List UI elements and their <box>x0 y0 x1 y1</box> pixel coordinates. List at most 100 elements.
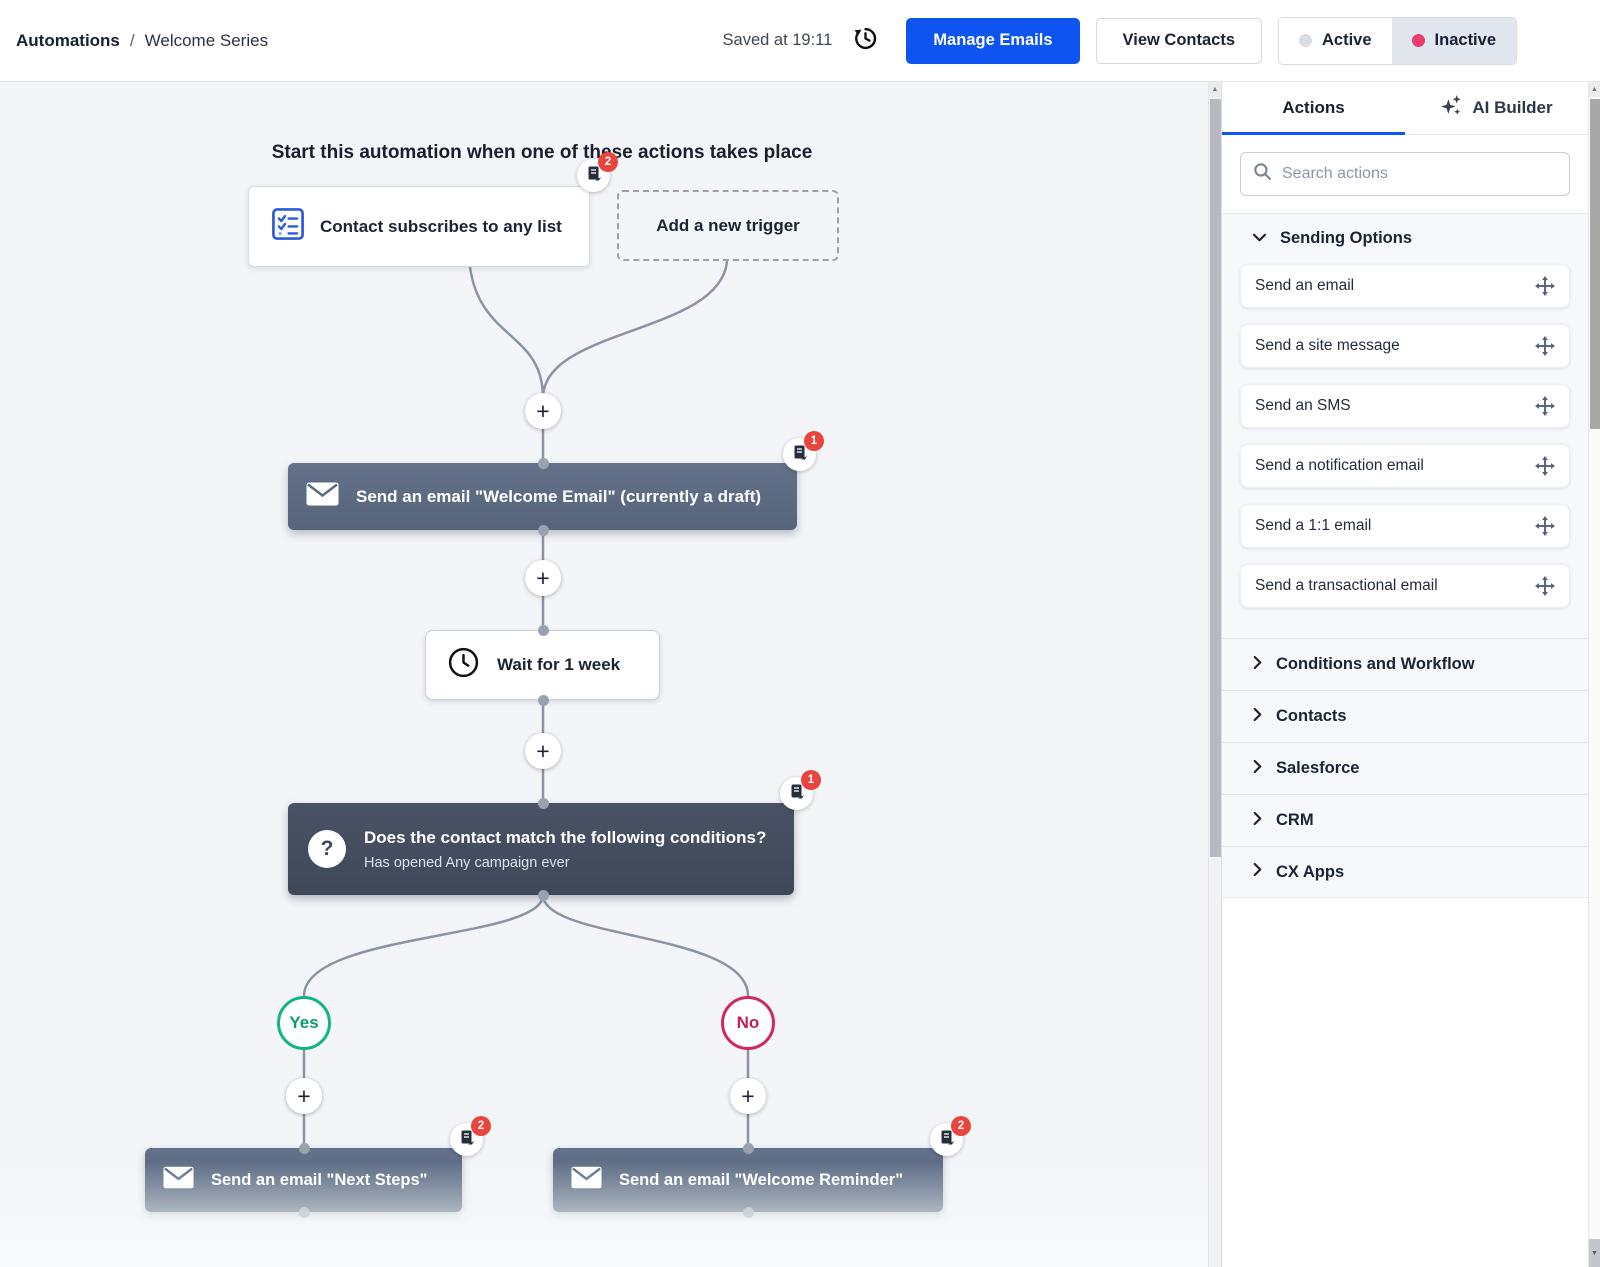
canvas-scrollbar: ▲ <box>1208 82 1221 1267</box>
page-scrollbar-thumb[interactable] <box>1590 99 1600 429</box>
add-action-button-2[interactable]: + <box>525 560 561 596</box>
active-status-dot <box>1299 34 1313 47</box>
active-label: Active <box>1322 31 1372 49</box>
welcome-reminder-notes-count: 2 <box>951 1116 971 1136</box>
checklist-icon <box>271 207 305 246</box>
condition-text: Does the contact match the following con… <box>364 828 766 871</box>
sending-options-section: Sending Options Send an email S <box>1222 213 1588 638</box>
trigger-notes-badge[interactable]: 2 <box>577 152 618 192</box>
condition-notes-count: 1 <box>801 770 821 790</box>
branch-no-node[interactable]: No <box>721 996 775 1050</box>
canvas-scrollbar-thumb[interactable] <box>1210 99 1221 857</box>
condition-node[interactable]: ? Does the contact match the following c… <box>288 803 794 895</box>
canvas-scroll-up-button[interactable]: ▲ <box>1209 82 1221 97</box>
action-card-send-site-message[interactable]: Send a site message <box>1240 324 1570 368</box>
plus-icon: + <box>297 1082 311 1109</box>
history-icon <box>852 25 879 57</box>
header-actions: Saved at 19:11 Manage Emails View Contac… <box>722 16 1517 65</box>
node-label: Wait for 1 week <box>497 655 621 674</box>
tab-actions[interactable]: Actions <box>1222 82 1405 134</box>
add-action-button-yes-branch[interactable]: + <box>286 1078 322 1114</box>
toggle-option-inactive[interactable]: Inactive <box>1391 17 1516 64</box>
notes-icon <box>789 783 805 804</box>
workflow-canvas[interactable]: Start this automation when one of these … <box>0 82 1208 1267</box>
section-salesforce[interactable]: Salesforce <box>1222 742 1588 794</box>
action-card-label: Send a transactional email <box>1255 577 1438 594</box>
notes-icon <box>939 1129 955 1150</box>
sparkles-icon <box>1440 94 1463 122</box>
manage-emails-button[interactable]: Manage Emails <box>906 17 1080 64</box>
section-cx-apps[interactable]: CX Apps <box>1222 846 1588 898</box>
action-card-send-sms[interactable]: Send an SMS <box>1240 384 1570 428</box>
action-card-send-1-1-email[interactable]: Send a 1:1 email <box>1240 504 1570 548</box>
next-steps-notes-badge[interactable]: 2 <box>450 1116 491 1156</box>
page-scroll-down-button[interactable]: ▼ <box>1589 1239 1600 1267</box>
breadcrumb-current-page: Welcome Series <box>144 30 269 50</box>
breadcrumb: Automations / Welcome Series <box>16 31 268 51</box>
connection-dot <box>742 1142 754 1154</box>
connection-dot <box>537 694 549 706</box>
action-card-label: Send an email <box>1255 277 1355 294</box>
condition-subtitle: Has opened Any campaign ever <box>364 854 570 871</box>
action-card-label: Send a notification email <box>1255 457 1424 474</box>
revision-history-button[interactable] <box>850 26 880 56</box>
page-scroll-up-button[interactable]: ▲ <box>1589 82 1600 97</box>
send-email-welcome-reminder-node[interactable]: Send an email "Welcome Reminder" <box>553 1148 943 1212</box>
toggle-option-active[interactable]: Active <box>1279 17 1392 64</box>
add-action-button-3[interactable]: + <box>525 733 561 769</box>
wait-node[interactable]: Wait for 1 week <box>425 630 660 700</box>
action-card-label: Send a 1:1 email <box>1255 517 1372 534</box>
envelope-icon <box>306 482 339 511</box>
action-card-list: Send an email Send a site message <box>1222 262 1588 638</box>
actions-sidebar: Actions AI Builder <box>1221 82 1588 1267</box>
condition-notes-badge[interactable]: 1 <box>780 770 821 810</box>
drag-move-icon[interactable] <box>1535 396 1555 416</box>
send-email-welcome-node[interactable]: Send an email "Welcome Email" (currently… <box>288 463 797 530</box>
action-card-label: Send an SMS <box>1255 397 1351 414</box>
section-conditions-and-workflow[interactable]: Conditions and Workflow <box>1222 638 1588 690</box>
action-card-send-notification-email[interactable]: Send a notification email <box>1240 444 1570 488</box>
drag-move-icon[interactable] <box>1535 456 1555 476</box>
view-contacts-button[interactable]: View Contacts <box>1095 17 1263 64</box>
chevron-right-icon <box>1252 655 1263 675</box>
section-contacts[interactable]: Contacts <box>1222 690 1588 742</box>
node-label: Send an email "Welcome Reminder" <box>619 1170 904 1189</box>
email-node-notes-badge[interactable]: 1 <box>783 431 824 471</box>
action-card-send-transactional-email[interactable]: Send a transactional email <box>1240 564 1570 608</box>
section-crm[interactable]: CRM <box>1222 794 1588 846</box>
section-label: Conditions and Workflow <box>1276 655 1475 673</box>
plus-icon: + <box>536 737 550 764</box>
connection-dot <box>537 889 549 901</box>
add-action-button-1[interactable]: + <box>525 393 561 429</box>
page-scrollbar: ▲ ▼ <box>1588 82 1600 1267</box>
sending-options-header[interactable]: Sending Options <box>1222 214 1588 262</box>
question-mark-icon: ? <box>308 830 346 868</box>
chevron-right-icon <box>1252 862 1263 882</box>
connection-dot <box>537 797 549 809</box>
notes-icon <box>459 1129 475 1150</box>
search-actions-input[interactable] <box>1282 165 1557 183</box>
drag-move-icon[interactable] <box>1535 276 1555 296</box>
drag-move-icon[interactable] <box>1535 336 1555 356</box>
envelope-icon <box>571 1166 602 1194</box>
welcome-reminder-notes-badge[interactable]: 2 <box>930 1116 971 1156</box>
add-action-button-no-branch[interactable]: + <box>730 1078 766 1114</box>
branch-yes-node[interactable]: Yes <box>277 996 331 1050</box>
connection-dot <box>537 624 549 636</box>
tab-actions-label: Actions <box>1282 98 1345 117</box>
section-label: Contacts <box>1276 707 1347 725</box>
tab-ai-builder[interactable]: AI Builder <box>1405 82 1588 134</box>
connection-dot <box>298 1142 310 1154</box>
email-node-notes-count: 1 <box>804 431 824 451</box>
drag-move-icon[interactable] <box>1535 516 1555 536</box>
send-email-next-steps-node[interactable]: Send an email "Next Steps" <box>145 1148 462 1212</box>
envelope-icon <box>163 1166 194 1194</box>
breadcrumb-automations-link[interactable]: Automations <box>16 30 120 50</box>
saved-status-text: Saved at 19:11 <box>722 31 833 49</box>
trigger-node-contact-subscribes[interactable]: Contact subscribes to any list <box>248 186 590 267</box>
drag-move-icon[interactable] <box>1535 576 1555 596</box>
action-card-send-email[interactable]: Send an email <box>1240 264 1570 308</box>
search-icon <box>1253 162 1272 186</box>
chevron-right-icon <box>1252 811 1263 831</box>
add-new-trigger-button[interactable]: Add a new trigger <box>617 190 839 261</box>
